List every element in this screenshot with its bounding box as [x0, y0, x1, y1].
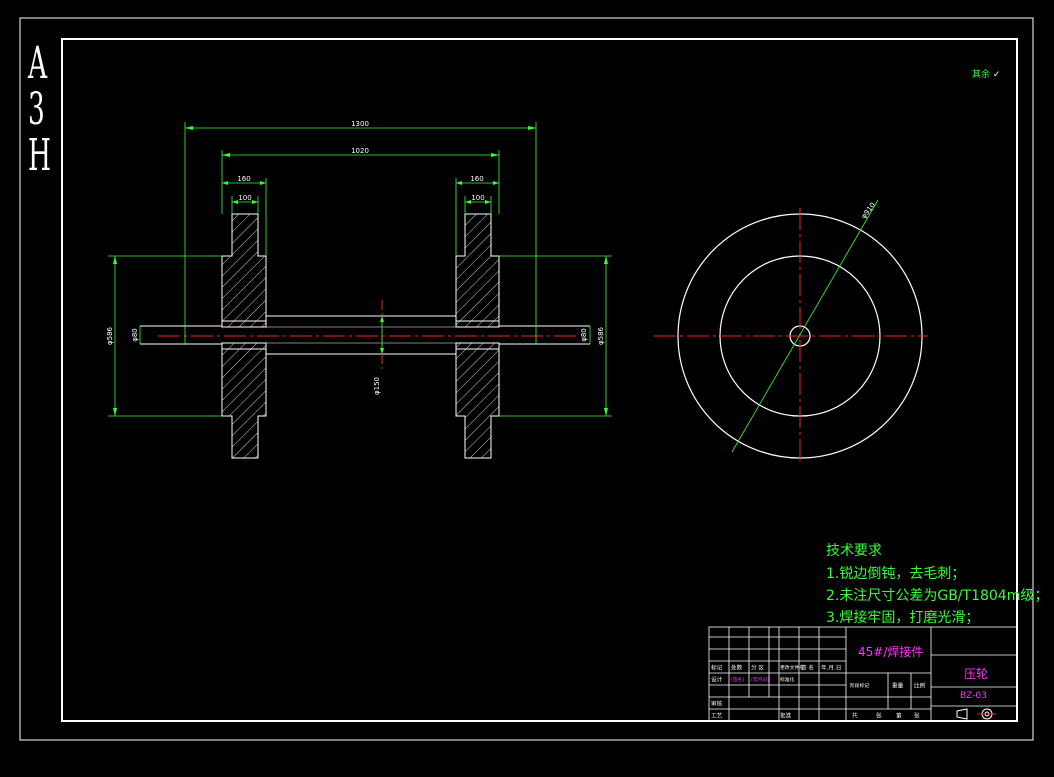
tb-row-label-6: 年.月.日	[821, 664, 842, 671]
tb-weight-label: 重量	[892, 682, 904, 689]
dim-right-flange-width: 160	[470, 175, 483, 183]
material-label: 45#/焊接件	[858, 645, 924, 659]
note-item-1: 1.锐边倒钝，去毛刺；	[826, 566, 966, 582]
dim-right-outer-diameter: φ586	[597, 326, 605, 345]
drawing-number: BZ-03	[960, 691, 987, 701]
tb-process-label: 工艺	[711, 712, 723, 719]
front-view	[140, 213, 590, 459]
tb-row-label-4: 更改文件号	[780, 664, 804, 670]
tb-stage-label: 阶段标记	[850, 682, 870, 688]
dim-left-bore: φ80	[131, 328, 139, 342]
notes-heading: 技术要求	[826, 543, 882, 559]
dim-inner-length: 1020	[351, 147, 369, 155]
tb-row-label-5: 签 名	[801, 664, 814, 671]
dim-right-bore: φ80	[580, 328, 588, 342]
tb-signature-label: (签名)	[731, 676, 745, 682]
tb-page-label: 第	[896, 712, 902, 719]
dim-left-hub-width: 100	[238, 194, 251, 202]
projection-symbol-icon	[956, 708, 996, 720]
right-flange-lower	[455, 348, 500, 459]
right-flange-upper	[455, 213, 500, 322]
note-item-3: 3.焊接牢固，打磨光滑；	[826, 610, 980, 626]
outer-border	[19, 17, 1034, 741]
surface-note: 其余 ✓	[972, 70, 1001, 80]
tb-row-label-1: 标记	[711, 664, 723, 671]
title-block	[708, 626, 1018, 722]
sheet-size-letter-2: 3	[28, 84, 45, 135]
dim-left-flange-width: 160	[237, 175, 250, 183]
sheet-size-letter-3: H	[28, 130, 52, 181]
left-flange-upper	[221, 213, 267, 322]
dim-overall-length: 1300	[351, 120, 369, 128]
tb-sheet-label-2: 张	[914, 712, 920, 719]
dimension-lines	[108, 122, 612, 417]
tb-sheet-label-1: 张	[876, 712, 882, 719]
dim-left-outer-diameter: φ586	[106, 326, 114, 345]
dim-right-hub-width: 100	[471, 194, 484, 202]
tb-date-label: (年月日)	[751, 676, 770, 682]
tb-row-label-3: 分 区	[751, 664, 764, 671]
note-item-2: 2.未注尺寸公差为GB/T1804m级；	[826, 588, 1049, 604]
dim-shaft-diameter: φ150	[373, 377, 381, 395]
tb-review-label: 审核	[711, 700, 723, 707]
sheet-size-letter-1: A	[28, 38, 48, 89]
end-view-diameter-leader	[731, 199, 879, 453]
left-flange-lower	[221, 348, 267, 459]
tb-approve-label: 批准	[780, 712, 792, 719]
dim-end-view-diameter: φ910	[860, 201, 877, 220]
tb-total-label: 共	[852, 712, 858, 719]
part-name: 压轮	[964, 667, 989, 681]
inner-border	[61, 38, 1018, 722]
dimension-arrows	[113, 126, 608, 416]
tb-row-label-2: 处数	[731, 664, 743, 671]
tb-scale-label: 比例	[914, 682, 926, 689]
tb-standardization-label: 标准化	[780, 676, 795, 682]
end-view	[654, 199, 928, 462]
tb-design-label: 设计	[711, 676, 723, 683]
